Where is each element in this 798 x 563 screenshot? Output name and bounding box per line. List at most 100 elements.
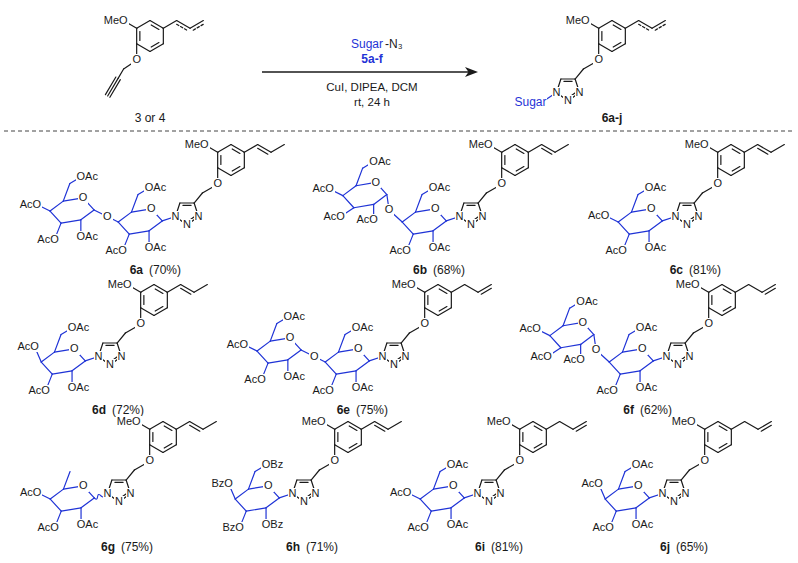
bond-line — [438, 285, 451, 293]
bond-line — [354, 204, 374, 207]
bond-line — [744, 152, 745, 167]
bond-line — [54, 335, 61, 353]
bond-line — [203, 422, 216, 430]
bond-line — [613, 43, 621, 47]
bond-line — [155, 307, 163, 311]
bond-line — [431, 508, 451, 511]
bond-line — [438, 308, 451, 316]
bond-line — [300, 482, 308, 483]
atom-label: AcO — [407, 522, 430, 534]
bond-line — [356, 361, 369, 371]
atom-label: OAc — [144, 182, 167, 194]
bond-line — [550, 336, 561, 348]
atom-label: O — [309, 351, 320, 363]
atom-label: OAc — [67, 382, 90, 394]
atom-label: N — [473, 488, 483, 500]
bond-line — [652, 21, 665, 29]
bond-line — [163, 422, 176, 430]
reaction-arrow — [262, 71, 470, 72]
bond-line — [719, 426, 727, 430]
bond-line — [420, 499, 431, 511]
atom-label: OAc — [575, 296, 598, 308]
atom-label: OBz — [261, 459, 284, 471]
atom-label: BzO — [222, 522, 245, 534]
bond-line — [50, 211, 61, 223]
bond-line — [140, 292, 141, 307]
bond-line — [105, 77, 115, 95]
bond-line — [337, 433, 338, 442]
bond-line — [348, 422, 361, 430]
atom-label: N — [378, 351, 388, 363]
bond-line — [640, 361, 653, 371]
bond-line — [563, 308, 570, 326]
bond-line — [266, 498, 279, 508]
bond-line — [533, 445, 546, 453]
atom-label: AcO — [323, 211, 346, 223]
bond-line — [605, 499, 616, 511]
atom-label: O — [263, 480, 274, 492]
bond-line — [515, 145, 528, 153]
atom-label: BzO — [211, 478, 234, 490]
bonds — [35, 21, 785, 528]
bond-line — [707, 433, 708, 442]
atom-label: AcO — [105, 245, 128, 257]
atom-label: N — [114, 496, 124, 508]
atom-label: O — [353, 343, 364, 355]
atom-label: N — [126, 488, 136, 500]
bond-line — [150, 445, 163, 453]
bond-line — [427, 296, 428, 305]
bond-line — [439, 307, 447, 311]
atom-label: OAc — [428, 182, 451, 194]
atom-label: O — [102, 211, 113, 223]
bond-line — [106, 345, 114, 346]
atom-label: N — [658, 488, 668, 500]
bond-line — [636, 498, 649, 508]
bond-line — [413, 231, 433, 234]
atom-label: N — [288, 488, 298, 500]
bond-line — [50, 201, 63, 211]
bond-line — [639, 21, 652, 29]
bond-line — [154, 285, 167, 293]
bond-line — [61, 508, 81, 511]
bond-line — [118, 222, 129, 234]
methoxy-label: MeO — [671, 416, 697, 428]
bond-line — [176, 429, 177, 444]
arrow-head — [465, 67, 478, 77]
bond-line — [708, 292, 709, 307]
atom-label: O — [135, 318, 146, 330]
reagent: Sugar — [350, 38, 384, 51]
bond-line — [501, 152, 502, 167]
atom-label: OAc — [368, 156, 391, 168]
bond-line — [325, 362, 336, 374]
bond-line — [735, 285, 748, 293]
bond-line — [546, 429, 547, 444]
atom-label: OAc — [76, 171, 99, 183]
bond-line — [218, 168, 231, 176]
compound-number: 6b — [412, 264, 428, 277]
bond-line — [722, 285, 735, 293]
bond-line — [433, 221, 446, 231]
bond-line — [519, 429, 520, 444]
atom-label: O — [371, 177, 382, 189]
bond-line — [639, 24, 649, 30]
atom-label: OAc — [631, 519, 654, 531]
bond-line — [167, 292, 168, 307]
bond-line — [502, 168, 515, 176]
bond-line — [674, 345, 682, 346]
bond-line — [599, 44, 612, 52]
methoxy-label: MeO — [675, 279, 701, 291]
atom-label: AcO — [389, 487, 412, 499]
bond-line — [231, 168, 244, 176]
bond-line — [149, 221, 162, 231]
methoxy-label: MeO — [468, 139, 494, 151]
atom-label: O — [69, 343, 80, 355]
bond-line — [709, 285, 722, 293]
bond-line — [183, 205, 191, 206]
bond-line — [542, 145, 555, 153]
atom-label: OAc — [76, 231, 99, 243]
atom-label: N — [669, 496, 679, 508]
bond-line — [485, 482, 493, 483]
bond-line — [649, 221, 662, 231]
bond-line — [546, 422, 559, 430]
